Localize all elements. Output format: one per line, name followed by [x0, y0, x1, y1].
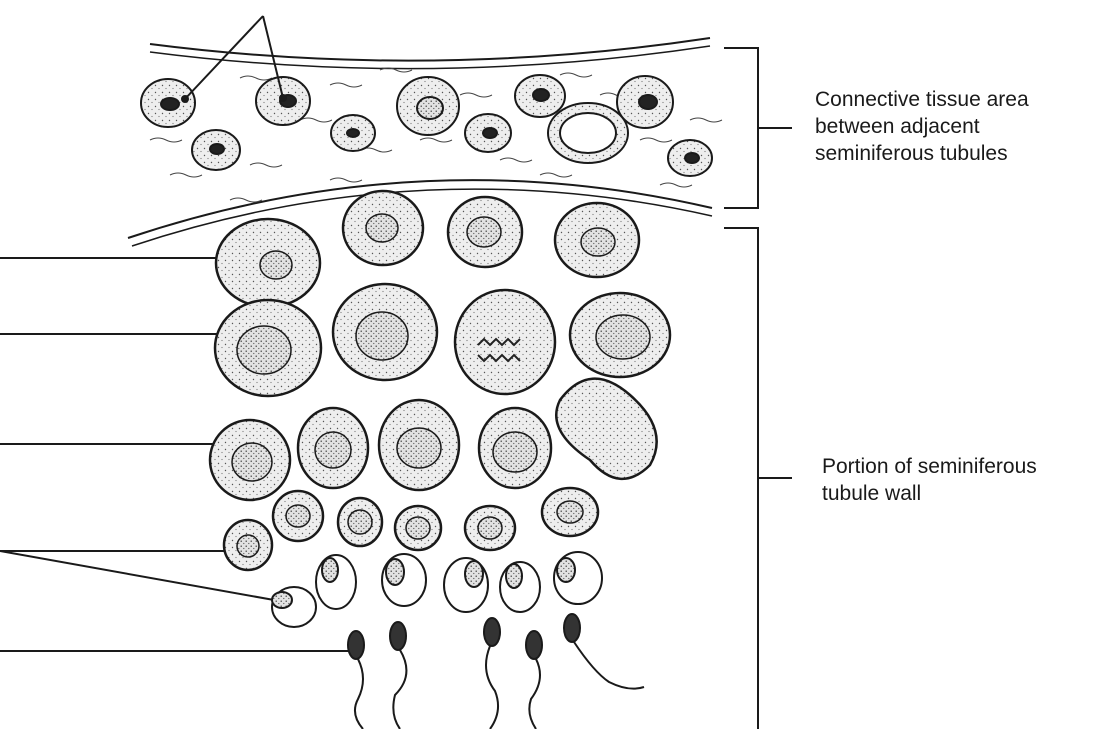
- fibroblast-nucleus: [161, 98, 179, 110]
- fibroblast-nucleus: [685, 153, 699, 163]
- connective-tissue-label-line-1: Connective tissue area: [815, 86, 1029, 113]
- fibroblast-nucleus: [639, 95, 657, 109]
- nucleus: [237, 326, 291, 374]
- nucleus: [237, 535, 259, 557]
- tubule-wall-label-line-2: tubule wall: [822, 480, 1037, 507]
- tubule-wall-bracket: [724, 228, 758, 729]
- nucleus: [348, 510, 372, 534]
- nucleus: [286, 505, 310, 527]
- nucleus: [557, 501, 583, 523]
- fibroblast-nucleus: [210, 144, 224, 154]
- fibroblast-nucleus: [483, 128, 497, 138]
- developing-spermatids: [272, 552, 602, 627]
- nucleus: [366, 214, 398, 242]
- secondary-spermatocyte-row: [210, 400, 551, 500]
- spermatogonia-row: [216, 191, 639, 307]
- brackets: [724, 48, 792, 729]
- fibroblast-nucleus: [417, 97, 443, 119]
- sperm-head: [564, 614, 580, 642]
- fibroblast-nucleus: [347, 129, 359, 137]
- nucleus: [397, 428, 441, 468]
- blood-vessel: [548, 103, 628, 163]
- nucleus: [581, 228, 615, 256]
- sperm-head: [484, 618, 500, 646]
- sperm-head: [348, 631, 364, 659]
- nucleus: [596, 315, 650, 359]
- nucleus: [406, 517, 430, 539]
- nucleus: [467, 217, 501, 247]
- nucleus: [493, 432, 537, 472]
- sperm-head: [390, 622, 406, 650]
- connective-tissue-label-line-3: seminiferous tubules: [815, 140, 1029, 167]
- connective-tissue-label: Connective tissue area between adjacent …: [815, 86, 1029, 167]
- nucleus: [260, 251, 292, 279]
- sperm-head: [526, 631, 542, 659]
- tubule-wall-label: Portion of seminiferous tubule wall: [822, 453, 1037, 507]
- nucleus: [232, 443, 272, 481]
- connective-tissue-label-line-2: between adjacent: [815, 113, 1029, 140]
- nucleus: [478, 517, 502, 539]
- tubule-wall-label-line-1: Portion of seminiferous: [822, 453, 1037, 480]
- nucleus: [315, 432, 351, 468]
- spermatozoa: [348, 614, 644, 729]
- nucleus: [356, 312, 408, 360]
- dividing-cell: [556, 379, 656, 479]
- connective-tissue-bracket: [724, 48, 758, 208]
- fibroblast-nucleus: [533, 89, 549, 101]
